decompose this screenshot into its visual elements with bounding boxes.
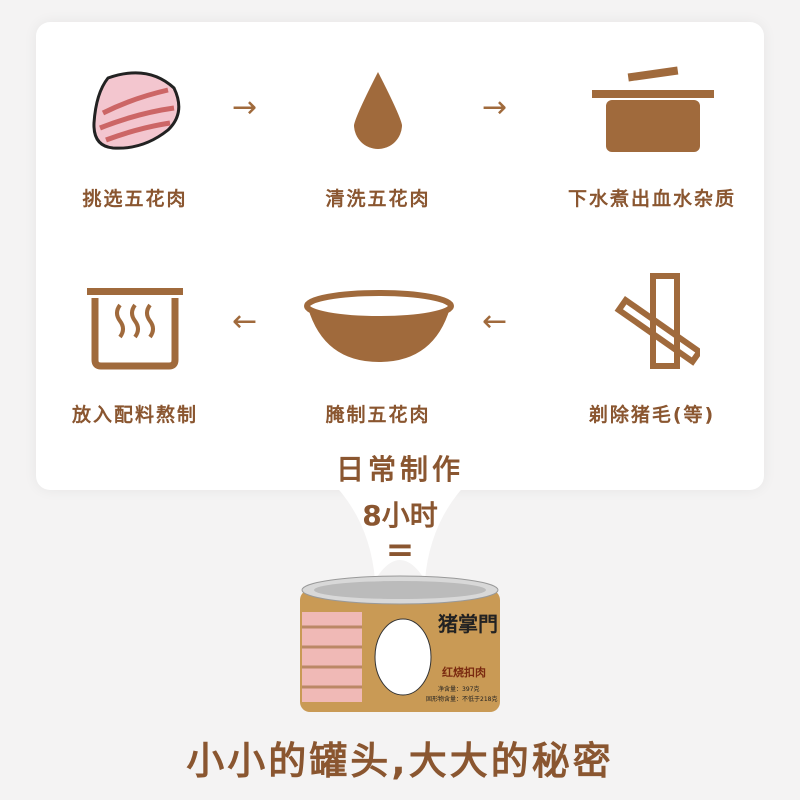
equals-sign: = bbox=[385, 530, 415, 570]
water-drop-icon bbox=[354, 72, 402, 149]
step-label: 放入配料熬制 bbox=[71, 404, 198, 426]
step-label: 剃除猪毛(等) bbox=[588, 404, 716, 426]
speech-bubble-tail bbox=[330, 480, 470, 580]
step-label: 下水煮出血水杂质 bbox=[567, 188, 736, 210]
step-label: 清洗五花肉 bbox=[325, 188, 431, 210]
arrow-left-icon: ← bbox=[482, 304, 508, 339]
step-label: 腌制五花肉 bbox=[325, 404, 431, 426]
steaming-pot-icon bbox=[87, 288, 183, 370]
can-brand: 猪掌門 bbox=[438, 612, 498, 636]
can-product: 红烧扣肉 bbox=[442, 666, 486, 679]
pork-belly-icon bbox=[92, 71, 181, 150]
summary-line2: 8小时 bbox=[362, 499, 438, 532]
can-solid-weight: 固形物含量：不低于218克 bbox=[426, 696, 498, 703]
summary-line1: 日常制作 bbox=[335, 453, 464, 486]
bowl-icon bbox=[304, 290, 454, 362]
step-label: 挑选五花肉 bbox=[82, 188, 188, 210]
arrow-left-icon: ← bbox=[232, 304, 258, 339]
pot-icon bbox=[592, 66, 714, 152]
tagline: 小小的罐头,大大的秘密 bbox=[186, 739, 614, 783]
arrow-right-icon: → bbox=[232, 90, 258, 125]
arrow-right-icon: → bbox=[482, 90, 508, 125]
can-net-weight: 净含量：397克 bbox=[438, 686, 480, 693]
product-can: 猪掌門 红烧扣肉 净含量：397克 固形物含量：不低于218克 bbox=[298, 572, 502, 718]
knife-icon bbox=[614, 273, 700, 369]
